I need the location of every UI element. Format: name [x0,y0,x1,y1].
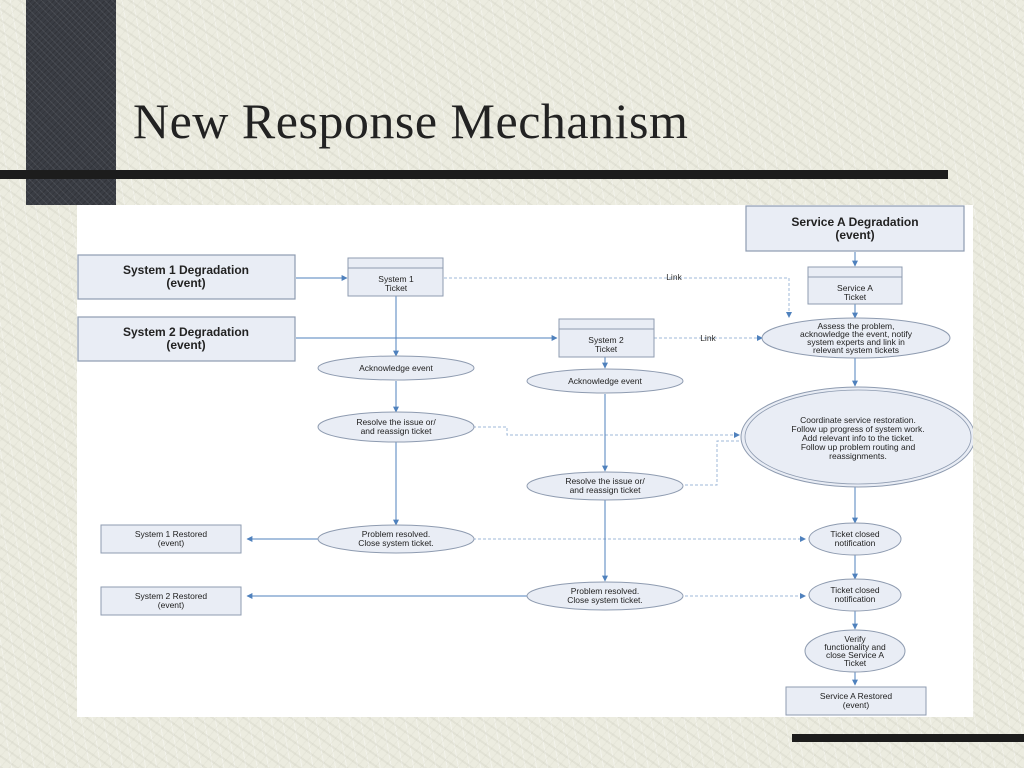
node-coordinate-restoration: Coordinate service restoration. Follow u… [740,386,973,488]
node-service-a-ticket: Service A Ticket [807,266,903,305]
edge-resolve1-to-coordinate-arrowhead [734,432,740,438]
svg-text:Ticket closed: Ticket closed [830,585,880,595]
svg-text:Close system ticket.: Close system ticket. [358,538,434,548]
svg-text:Resolve the issue or/: Resolve the issue or/ [356,417,436,427]
footer-rule [792,734,1024,742]
svg-text:Coordinate service restoration: Coordinate service restoration. [800,415,916,425]
svg-text:Add relevant info to the ticke: Add relevant info to the ticket. [802,433,914,443]
flowchart-svg: System 1 Degradation (event) System 2 De… [77,205,973,716]
node-problem-resolved-1: Problem resolved. Close system ticket. [317,524,475,554]
node-verify-functionality: Verify functionality and close Service A… [804,629,906,673]
svg-text:acknowledge the event, notify: acknowledge the event, notify [800,329,913,339]
svg-text:Verify: Verify [844,634,866,644]
svg-text:Ticket: Ticket [844,658,867,668]
svg-text:Ticket: Ticket [595,344,618,354]
svg-text:System 2: System 2 [588,335,624,345]
svg-text:and reassign ticket: and reassign ticket [570,485,642,495]
svg-text:System 2 Degradation: System 2 Degradation [123,325,249,339]
svg-text:System 1 Restored: System 1 Restored [135,529,208,539]
svg-text:(event): (event) [166,276,205,290]
svg-text:notification: notification [835,594,876,604]
edge-link-sys1-arrowhead [786,312,792,318]
flowchart-panel: System 1 Degradation (event) System 2 De… [77,205,973,717]
node-system1-ticket: System 1 Ticket [347,257,444,297]
svg-text:close Service A: close Service A [826,650,884,660]
svg-text:system experts and link in: system experts and link in [807,337,905,347]
node-system2-degradation: System 2 Degradation (event) [77,316,296,362]
svg-text:System 1: System 1 [378,274,414,284]
link-label-2: Link [700,333,716,343]
svg-text:notification: notification [835,538,876,548]
node-acknowledge-event-1: Acknowledge event [317,355,475,381]
node-system1-restored: System 1 Restored (event) [100,524,242,554]
link-label-1: Link [666,272,682,282]
svg-text:(event): (event) [835,228,874,242]
svg-text:Service A: Service A [837,283,873,293]
svg-text:(event): (event) [843,700,870,710]
node-system2-restored: System 2 Restored (event) [100,586,242,616]
node-resolve-issue-2: Resolve the issue or/ and reassign ticke… [526,471,684,501]
edge-resolve2-to-coordinate [685,440,739,486]
svg-text:(event): (event) [158,538,185,548]
svg-text:System 1 Degradation: System 1 Degradation [123,263,249,277]
svg-text:Ticket: Ticket [385,283,408,293]
svg-text:Service A Degradation: Service A Degradation [791,215,918,229]
svg-text:Close system ticket.: Close system ticket. [567,595,643,605]
edge-link-sys2-arrowhead [757,335,763,341]
edge-problem1-to-ticketclosed1-arrowhead [800,536,806,542]
node-problem-resolved-2: Problem resolved. Close system ticket. [526,581,684,611]
node-system2-ticket: System 2 Ticket [558,318,655,358]
node-ticket-closed-notification-1: Ticket closed notification [808,522,902,556]
svg-text:reassignments.: reassignments. [829,451,887,461]
svg-text:and reassign ticket: and reassign ticket [361,426,433,436]
svg-text:Resolve the issue or/: Resolve the issue or/ [565,476,645,486]
svg-text:Ticket closed: Ticket closed [830,529,880,539]
svg-text:Acknowledge event: Acknowledge event [359,363,433,373]
edge-resolve1-to-coordinate [473,426,739,436]
slide-title: New Response Mechanism [133,93,689,149]
node-system1-degradation: System 1 Degradation (event) [77,254,296,300]
svg-text:Problem resolved.: Problem resolved. [571,586,640,596]
svg-text:relevant system tickets: relevant system tickets [813,345,899,355]
node-service-a-restored: Service A Restored (event) [785,686,927,716]
edge-problem2-to-ticketclosed2-arrowhead [800,593,806,599]
svg-text:(event): (event) [158,600,185,610]
svg-text:Problem resolved.: Problem resolved. [362,529,431,539]
svg-text:(event): (event) [166,338,205,352]
node-ticket-closed-notification-2: Ticket closed notification [808,578,902,612]
edge-link-sys1-to-assess [444,277,790,318]
node-service-a-degradation: Service A Degradation (event) [745,205,965,252]
node-resolve-issue-1: Resolve the issue or/ and reassign ticke… [317,411,475,443]
svg-text:Assess the problem,: Assess the problem, [817,321,894,331]
svg-text:Follow up progress of system w: Follow up progress of system work. [791,424,924,434]
node-assess-problem: Assess the problem, acknowledge the even… [761,317,951,359]
svg-text:Acknowledge event: Acknowledge event [568,376,642,386]
svg-text:Service A Restored: Service A Restored [820,691,893,701]
svg-text:Follow up problem routing and: Follow up problem routing and [801,442,916,452]
svg-text:System 2 Restored: System 2 Restored [135,591,208,601]
title-underline-rule [0,170,948,179]
svg-text:Ticket: Ticket [844,292,867,302]
node-acknowledge-event-2: Acknowledge event [526,368,684,394]
svg-text:functionality and: functionality and [824,642,886,652]
